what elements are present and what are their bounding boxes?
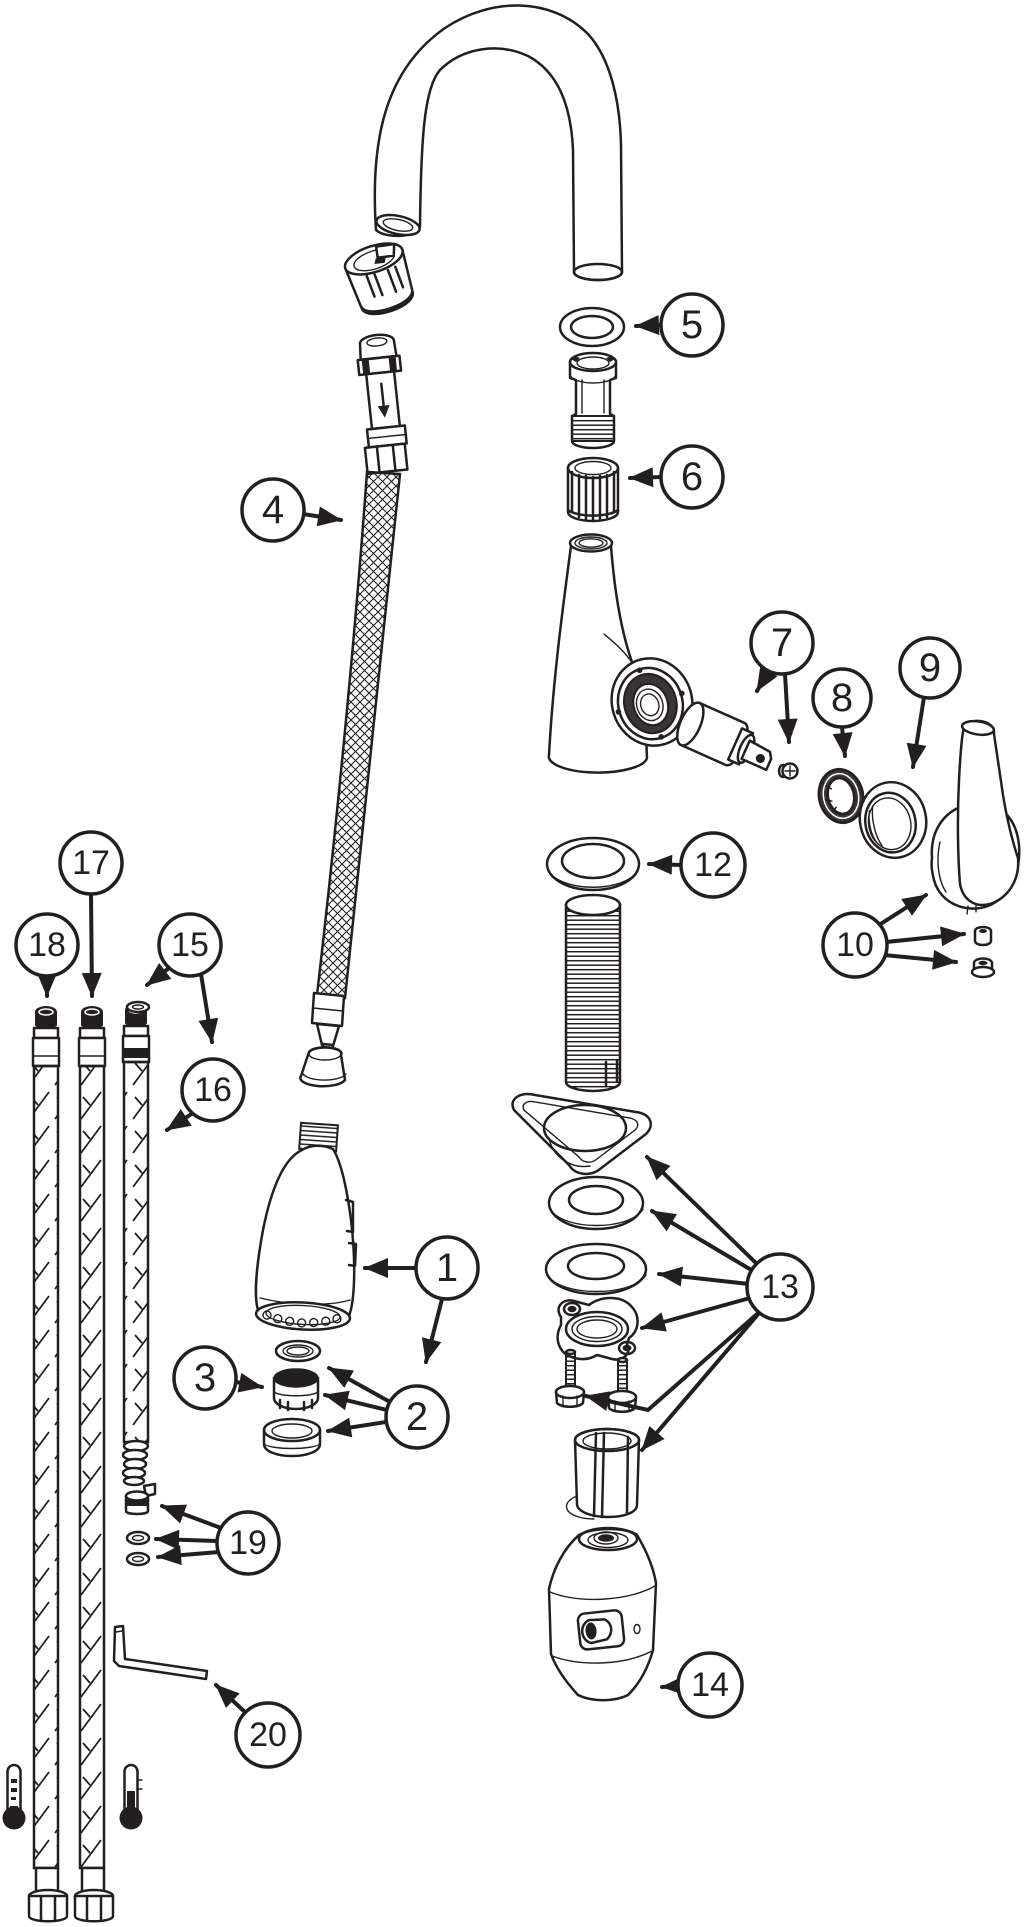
callouts: 1 2 3 4 5 6 (14, 292, 966, 1769)
thermometer-cold-icon (2, 1763, 26, 1830)
callout-number: 6 (681, 455, 703, 499)
callout-number: 16 (194, 1071, 232, 1109)
callout-number: 20 (249, 1716, 287, 1754)
spout-adapter-sleeve (568, 351, 618, 450)
thermometer-hot-icon (119, 1763, 143, 1830)
callout-number: 19 (229, 1524, 267, 1562)
handle (930, 719, 1021, 915)
callout-15: 15 (145, 912, 223, 1044)
callout-9: 9 (898, 636, 962, 769)
callout-20: 20 (214, 1683, 302, 1769)
cartridge-screw-7 (777, 762, 799, 780)
callout-18: 18 (14, 912, 80, 998)
outlet-hose-16 (121, 1004, 151, 1487)
spout-docking-collar (343, 242, 415, 316)
spray-collar (262, 1417, 322, 1458)
callout-19: 19 (154, 1504, 281, 1576)
callout-2: 2 (323, 1366, 450, 1450)
callout-6: 6 (628, 444, 725, 510)
callout-number: 1 (436, 1246, 458, 1290)
callout-5: 5 (634, 292, 725, 358)
callout-4: 4 (240, 477, 343, 543)
callout-number: 4 (262, 488, 284, 532)
callout-10: 10 (821, 893, 966, 979)
base-ring-12 (545, 836, 641, 892)
spline-bushing-6 (566, 456, 620, 523)
supply-hose-cold-18 (27, 1006, 69, 1923)
mounting-spacer (565, 1427, 641, 1520)
hex-wrench-20 (112, 1624, 209, 1681)
threaded-shank (564, 893, 622, 1093)
supply-hose-hot-17 (73, 1006, 115, 1923)
callout-17: 17 (58, 830, 124, 998)
callout-14: 14 (660, 1651, 744, 1719)
o-rings-19 (125, 1530, 151, 1567)
gooseneck-spout (373, 4, 624, 282)
handle-set-screws-10 (970, 925, 996, 979)
washer-upper (547, 1175, 645, 1231)
mounting-bracket (556, 1296, 639, 1361)
callout-16: 16 (165, 1057, 246, 1132)
callout-7: 7 (749, 610, 815, 744)
callout-number: 8 (831, 676, 853, 720)
base-gasket (511, 1092, 652, 1176)
hose-weight-14 (547, 1526, 658, 1702)
spray-head-1 (254, 1121, 358, 1331)
valve-cartridge-7 (676, 701, 773, 772)
trim-ring-9 (858, 780, 928, 860)
callout-number: 17 (72, 844, 110, 882)
callout-number: 13 (761, 1268, 799, 1306)
callout-number: 9 (919, 646, 941, 690)
callout-13: 13 (584, 1155, 815, 1452)
callout-number: 7 (771, 621, 793, 665)
callout-1: 1 (363, 1235, 480, 1364)
callout-8: 8 (811, 667, 873, 758)
cartridge-nut-8 (817, 767, 865, 825)
callout-12: 12 (647, 831, 747, 899)
callout-number: 2 (406, 1395, 428, 1439)
faucet-body (547, 533, 694, 774)
aerator-3 (272, 1368, 320, 1412)
washer-lower (544, 1242, 648, 1296)
callout-number: 18 (28, 926, 66, 964)
spray-washer (274, 1339, 322, 1363)
callout-number: 5 (681, 303, 703, 347)
o-ring-15 (125, 1000, 151, 1014)
callout-number: 14 (691, 1666, 729, 1704)
mounting-screws (554, 1348, 638, 1413)
callout-3: 3 (172, 1345, 264, 1411)
callout-number: 12 (694, 846, 732, 884)
o-ring-5 (558, 306, 626, 348)
callout-number: 3 (194, 1356, 216, 1400)
pulldown-hose (299, 333, 409, 1088)
hose-clip-19 (124, 1482, 157, 1516)
callout-number: 10 (836, 926, 874, 964)
callout-number: 15 (171, 926, 209, 964)
